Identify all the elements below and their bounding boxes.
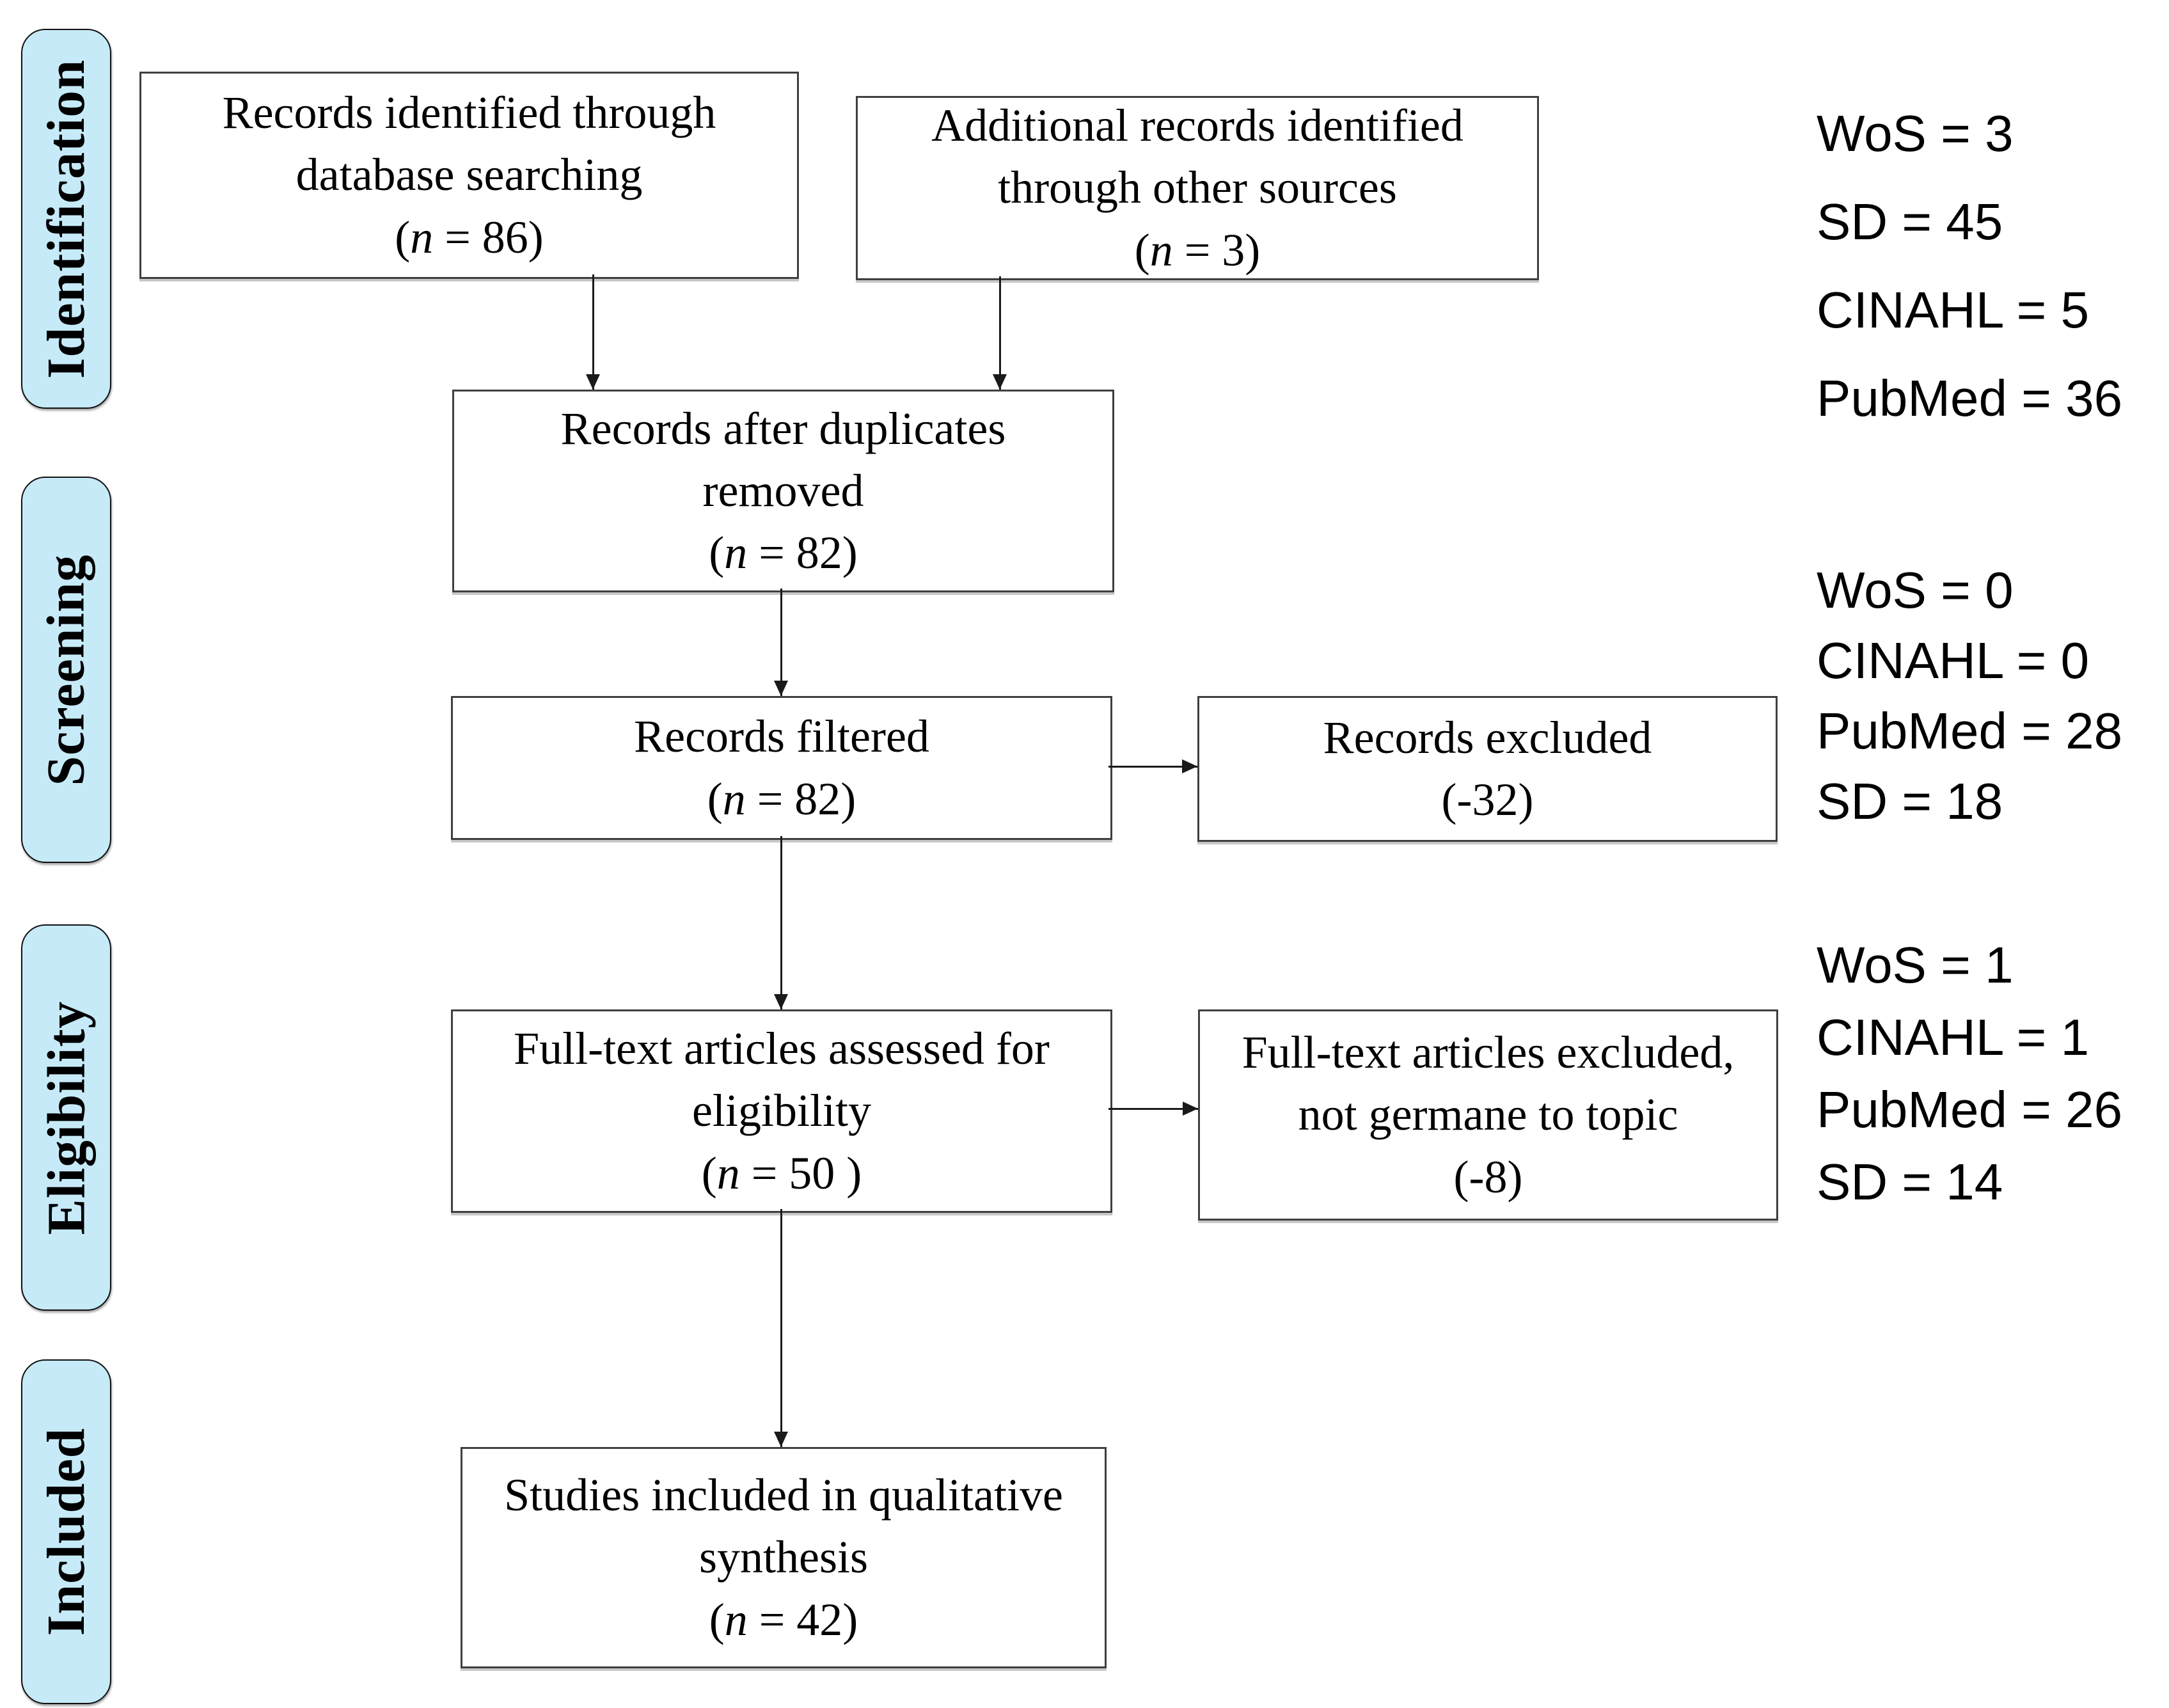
box-text-line: removed: [702, 464, 864, 516]
box-text-line: Full-text articles assessed for: [514, 1023, 1050, 1075]
box-records-filtered-text: Records filtered (n = 82): [634, 706, 929, 830]
annotation-line: PubMed = 28: [1817, 702, 2123, 759]
box-text-line: Additional records identified: [931, 100, 1463, 152]
arrow-deduplicated-to-filtered: [774, 589, 788, 696]
annotation-line: PubMed = 26: [1817, 1081, 2123, 1138]
annotation-line: PubMed = 36: [1817, 370, 2123, 427]
arrow-filtered-to-excluded: [1108, 759, 1197, 773]
box-records-identified: Records identified through database sear…: [139, 72, 799, 279]
box-text-line: Records identified through: [222, 87, 716, 139]
box-count: (n = 3): [1134, 224, 1261, 276]
box-text-line: Records after duplicates: [560, 402, 1006, 454]
box-text-line: Studies included in qualitative: [504, 1469, 1063, 1521]
box-records-excluded: Records excluded (-32): [1197, 696, 1778, 842]
annotation-eligibility-counts: WoS = 1 CINAHL = 1 PubMed = 26 SD = 14: [1817, 929, 2122, 1218]
annotation-line: WoS = 1: [1817, 937, 2014, 993]
box-fulltext-assessed-text: Full-text articles assessed for eligibil…: [514, 1018, 1050, 1205]
arrow-fulltext-to-included: [774, 1209, 788, 1447]
box-count: (n = 86): [395, 211, 544, 263]
box-records-after-duplicates: Records after duplicates removed (n = 82…: [452, 390, 1114, 592]
box-records-filtered: Records filtered (n = 82): [451, 696, 1112, 840]
box-additional-records-text: Additional records identified through ot…: [931, 95, 1463, 281]
box-records-identified-text: Records identified through database sear…: [223, 82, 716, 269]
box-records-excluded-text: Records excluded (-32): [1323, 707, 1652, 831]
stage-tab-screening: Screening: [21, 477, 111, 863]
stage-label-identification: Identification: [36, 59, 96, 379]
box-records-after-duplicates-text: Records after duplicates removed (n = 82…: [561, 398, 1006, 585]
stage-tab-eligibility: Eligibility: [21, 924, 111, 1311]
box-count: (n = 82): [709, 527, 858, 579]
stage-label-screening: Screening: [36, 553, 97, 786]
stage-label-included: Included: [36, 1427, 96, 1636]
box-fulltext-excluded: Full-text articles excluded, not germane…: [1198, 1009, 1778, 1221]
box-text-line: eligibility: [692, 1085, 871, 1137]
annotation-line: SD = 18: [1817, 773, 2003, 830]
box-count: (n = 42): [709, 1593, 858, 1645]
annotation-line: WoS = 3: [1817, 105, 2014, 162]
annotation-line: CINAHL = 0: [1817, 632, 2090, 689]
box-text-line: Records filtered: [634, 711, 929, 763]
box-text-line: Records excluded: [1323, 711, 1652, 763]
arrow-filtered-to-fulltext: [774, 836, 788, 1009]
annotation-screening-counts: WoS = 0 CINAHL = 0 PubMed = 28 SD = 18: [1817, 555, 2122, 837]
box-text-line: database searching: [296, 149, 643, 201]
annotation-line: CINAHL = 1: [1817, 1009, 2090, 1066]
annotation-identification-counts: WoS = 3 SD = 45 CINAHL = 5 PubMed = 36: [1817, 90, 2122, 443]
box-fulltext-excluded-text: Full-text articles excluded, not germane…: [1242, 1022, 1735, 1208]
stage-tab-included: Included: [21, 1359, 111, 1704]
box-studies-included: Studies included in qualitative synthesi…: [461, 1447, 1107, 1668]
arrow-identified-to-deduplicated: [586, 274, 600, 390]
stage-label-eligibility: Eligibility: [36, 1000, 96, 1235]
box-count: (n = 50 ): [701, 1147, 862, 1199]
box-count: (n = 82): [707, 773, 856, 825]
box-studies-included-text: Studies included in qualitative synthesi…: [504, 1464, 1063, 1651]
annotation-line: WoS = 0: [1817, 562, 2014, 619]
annotation-line: SD = 45: [1817, 193, 2003, 250]
box-count: (-32): [1441, 774, 1534, 825]
box-additional-records: Additional records identified through ot…: [856, 96, 1539, 280]
box-count: (-8): [1453, 1151, 1523, 1203]
box-fulltext-assessed: Full-text articles assessed for eligibil…: [451, 1009, 1112, 1213]
stage-tab-identification: Identification: [21, 29, 111, 409]
arrow-fulltext-to-fulltext-excluded: [1108, 1102, 1198, 1116]
annotation-line: SD = 14: [1817, 1153, 2003, 1210]
annotation-line: CINAHL = 5: [1817, 281, 2090, 338]
box-text-line: not germane to topic: [1298, 1089, 1678, 1141]
arrow-additional-to-deduplicated: [993, 276, 1007, 390]
box-text-line: through other sources: [998, 162, 1397, 214]
box-text-line: Full-text articles excluded,: [1242, 1027, 1735, 1079]
box-text-line: synthesis: [698, 1531, 869, 1583]
